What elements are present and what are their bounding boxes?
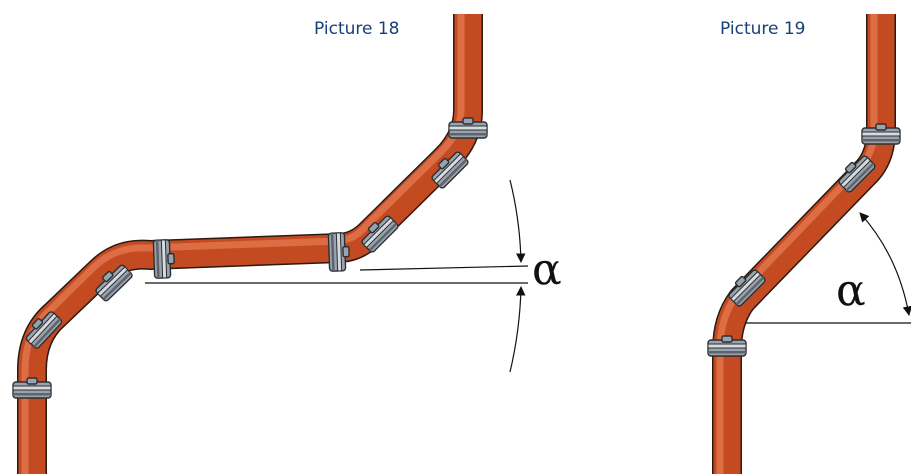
pipe-run	[712, 14, 896, 474]
figure-caption: Picture 18	[314, 19, 400, 39]
angle-indicator: α	[145, 179, 562, 373]
angle-indicator: α	[745, 212, 911, 324]
angle-alpha-label: α	[836, 265, 866, 316]
angle-arc-upper	[509, 179, 526, 263]
angle-arc-lower	[509, 286, 526, 373]
pipe-run	[17, 14, 483, 474]
reference-line-pipe-axis	[359, 265, 529, 271]
angle-alpha-label: α	[532, 244, 562, 295]
figure-picture-18: Picture 18 α	[12, 14, 562, 474]
angle-arc	[859, 212, 911, 316]
figure-picture-19: Picture 19 α	[707, 14, 911, 474]
figure-caption: Picture 19	[720, 19, 806, 39]
